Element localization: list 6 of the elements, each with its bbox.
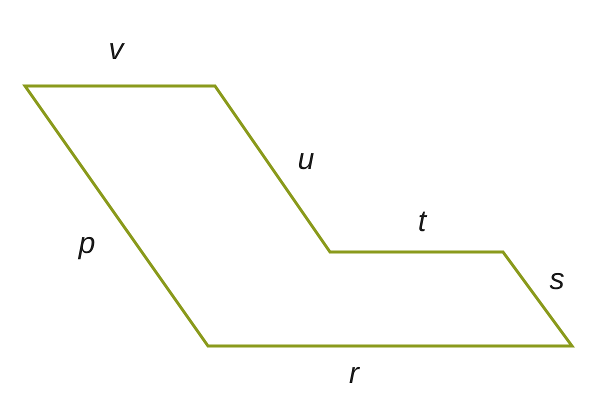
side-label: t (418, 207, 426, 237)
side-label: u (298, 145, 314, 175)
side-label: s (550, 265, 564, 295)
side-label: r (349, 359, 359, 389)
side-label: p (78, 229, 96, 259)
side-label: v (108, 35, 124, 65)
